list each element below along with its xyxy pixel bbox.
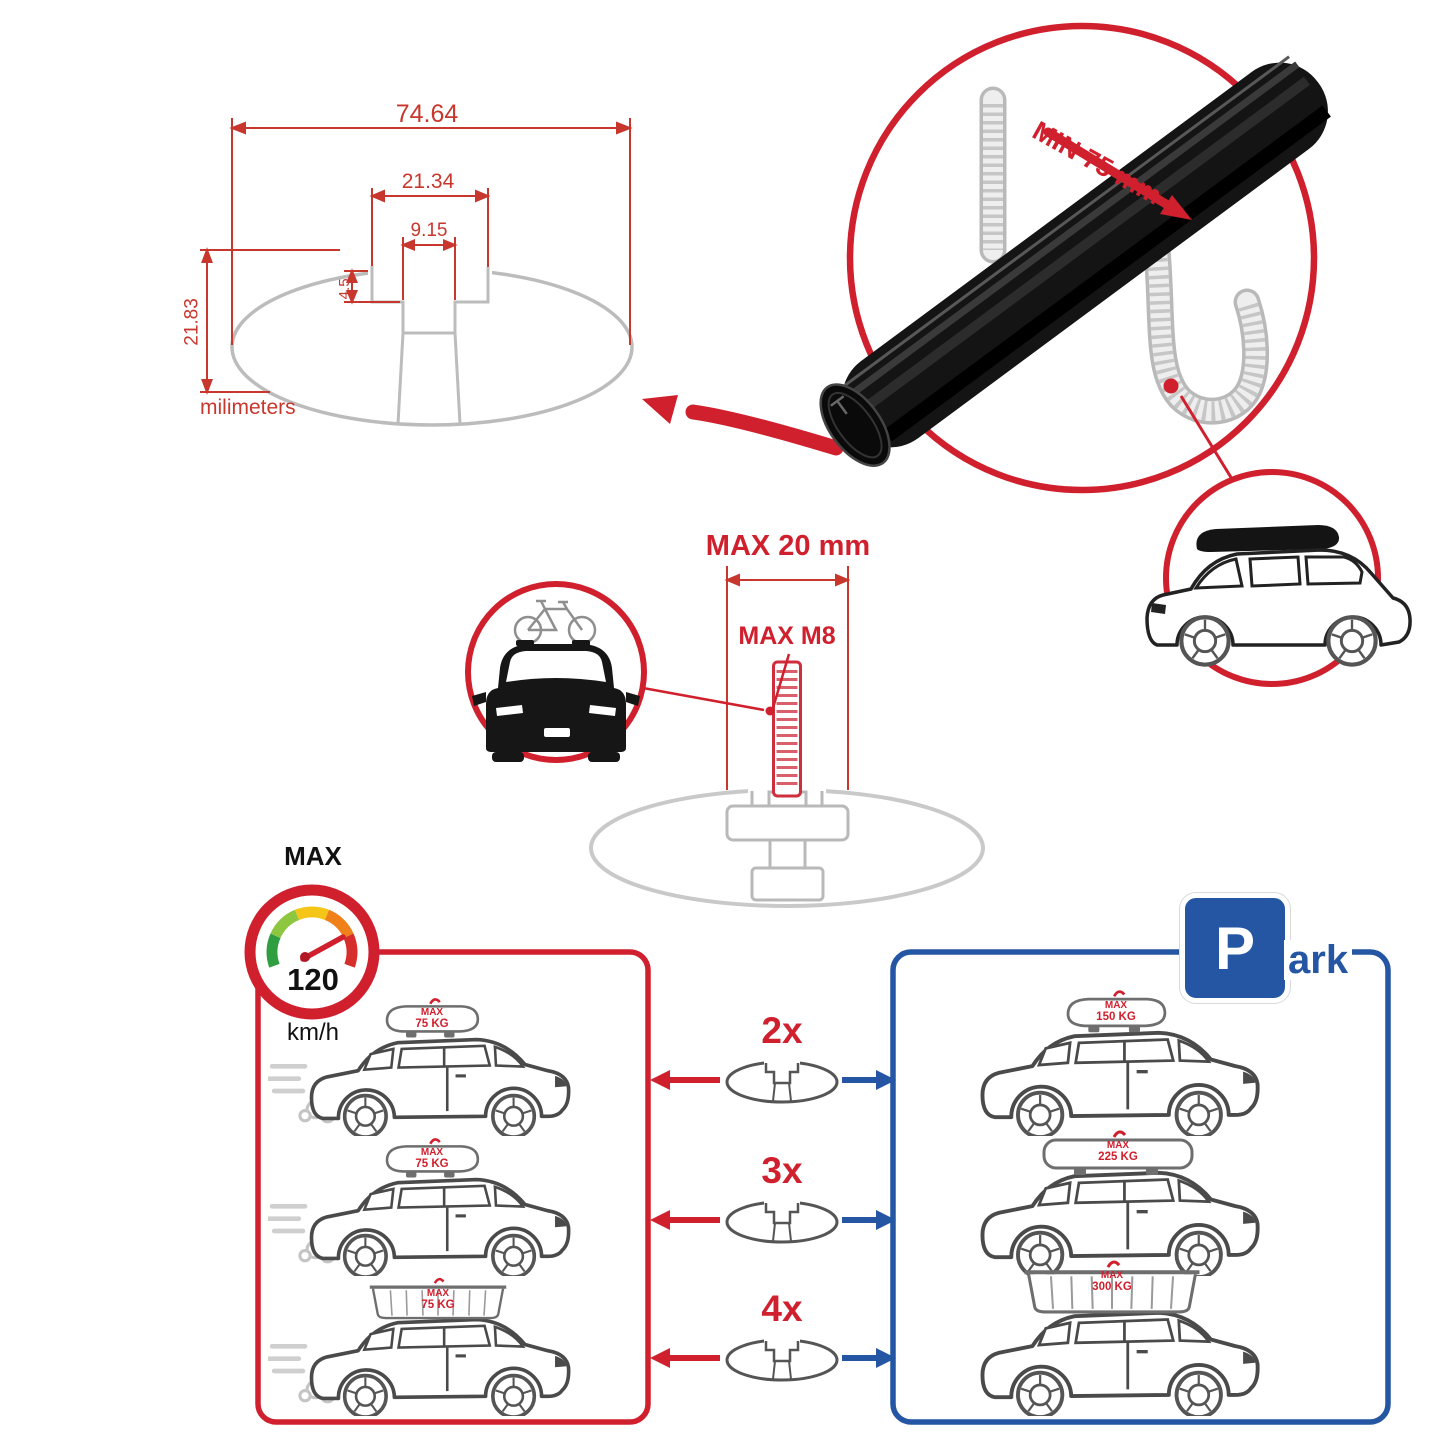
bar-count-2x: 2x: [761, 1010, 803, 1051]
dim-total-width: 74.64: [395, 100, 459, 128]
min-clearance-arrow-icon: [1043, 127, 1192, 220]
bolt-diagram: [589, 566, 985, 908]
park-sign-suffix: ark: [1284, 940, 1353, 980]
car-front-bike-callout: [465, 581, 647, 763]
park-sign-letter: P: [1214, 914, 1256, 982]
dimension-lines: [200, 118, 633, 395]
parked-load-label-2: MAX 225 KG: [1098, 1140, 1138, 1164]
park-sign: P: [1180, 893, 1290, 1003]
roof-box-icon: [1196, 525, 1340, 552]
speed-unit: km/h: [286, 1019, 339, 1046]
driving-load-label-1: MAX 75 KG: [415, 1007, 449, 1031]
dim-slot-outer-width: 21.34: [401, 170, 455, 193]
dim-total-height: 21.83: [181, 298, 203, 346]
parked-load-label-3: MAX 300 KG: [1092, 1270, 1132, 1294]
speed-max-label: MAX: [284, 841, 342, 871]
dim-lip-depth: 4.5: [336, 278, 354, 300]
unit-note: milimeters: [200, 396, 296, 419]
u-bolt-lower-hook-icon: [1143, 236, 1269, 425]
bar-count-3x: 3x: [761, 1150, 803, 1191]
crossbar-3d-icon: [819, 55, 1331, 467]
speed-gauge-icon: [244, 884, 380, 1020]
crossbar-profile-diagram: [230, 256, 634, 427]
dim-slot-inner-width: 9.15: [410, 220, 448, 241]
callout-arrow-icon: [642, 395, 844, 456]
driving-load-label-3: MAX 75 KG: [421, 1288, 455, 1312]
driving-load-label-2: MAX 75 KG: [415, 1147, 449, 1171]
suv-roofbox-callout: [1145, 469, 1412, 687]
parked-load-label-1: MAX 150 KG: [1096, 1000, 1136, 1024]
mount-point-dot: [1163, 378, 1179, 394]
max-length-label: MAX 20 mm: [705, 530, 871, 562]
bar-count-column: [650, 1056, 896, 1382]
detail-circle: [846, 22, 1318, 494]
max-thread-label: MAX M8: [738, 622, 836, 650]
bar-count-4x: 4x: [761, 1288, 803, 1329]
speed-value: 120: [287, 962, 339, 997]
car-front-icon: [472, 644, 640, 762]
